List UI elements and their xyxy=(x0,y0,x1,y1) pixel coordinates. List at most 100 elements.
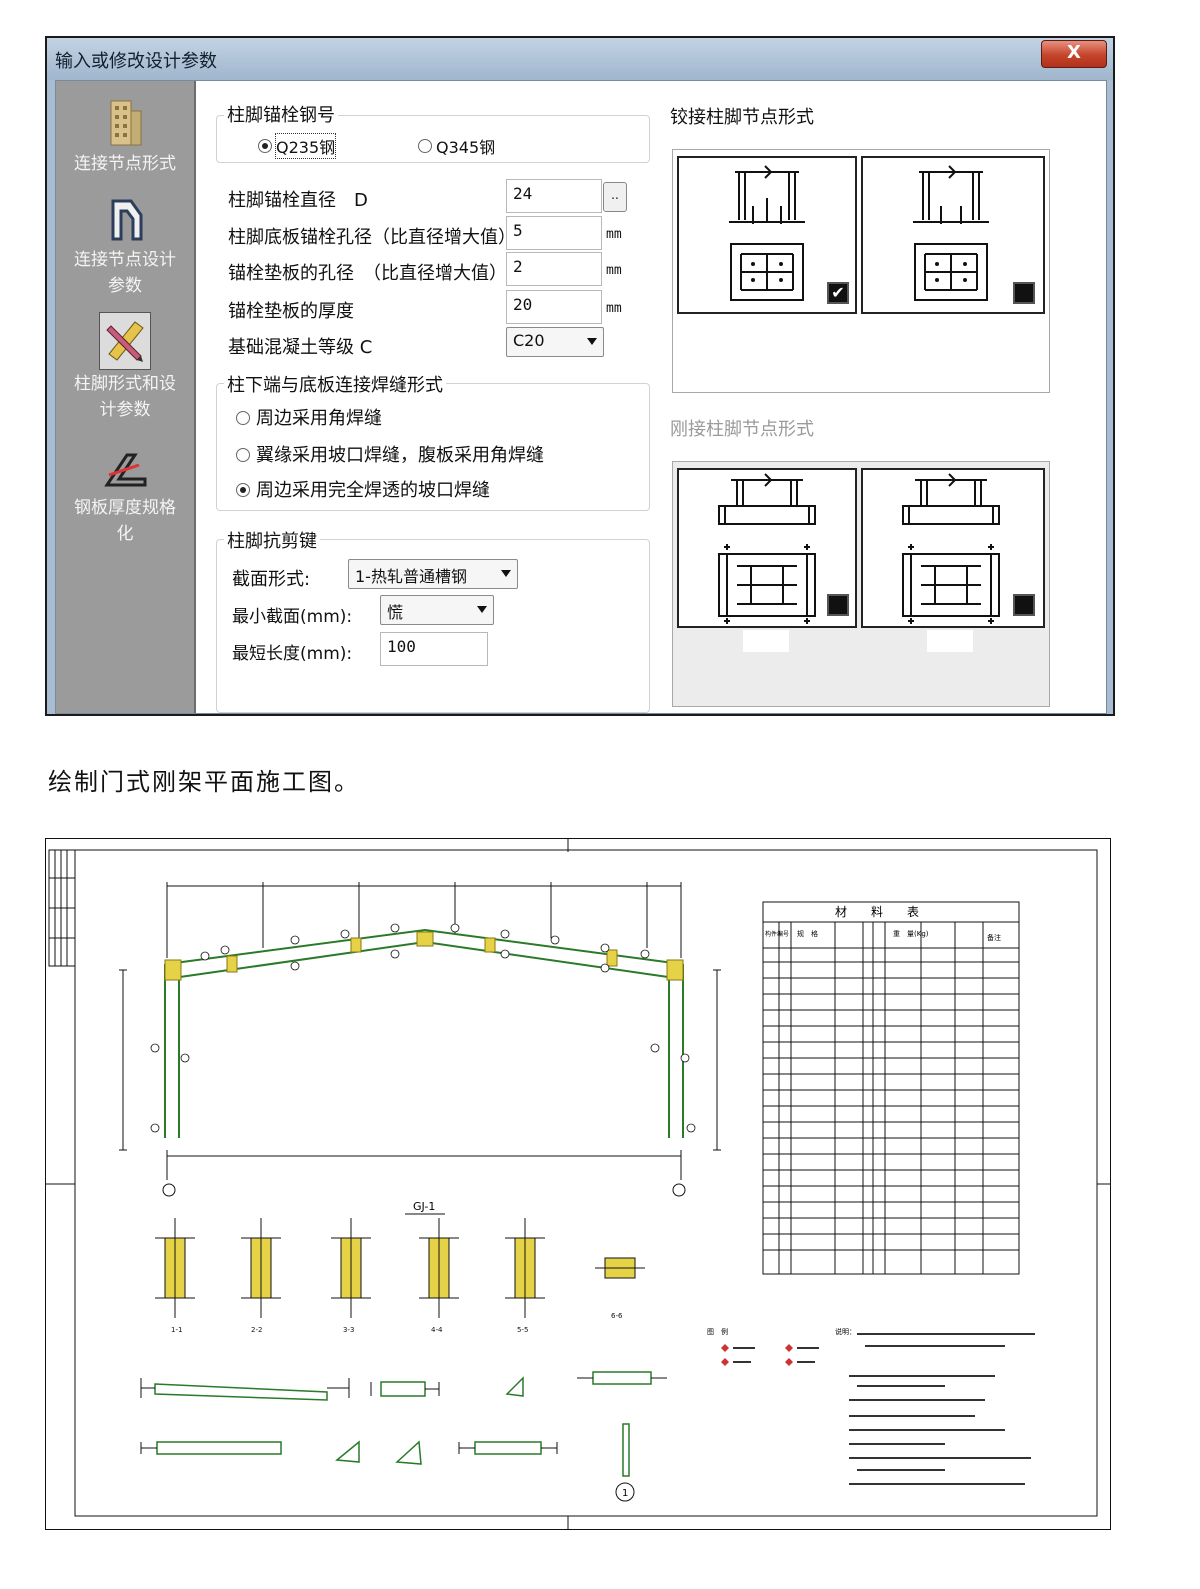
chevron-down-icon xyxy=(477,606,487,613)
hinged-option-2[interactable] xyxy=(861,156,1045,314)
base-hole-unit: mm xyxy=(606,227,622,242)
shear-key-legend: 柱脚抗剪键 xyxy=(224,527,320,553)
weld-option-fillet-label[interactable]: 周边采用角焊缝 xyxy=(256,408,382,429)
title-bar[interactable]: 输入或修改设计参数 X xyxy=(47,38,1113,80)
browse-button[interactable]: .. xyxy=(603,182,627,212)
section-form-label: 截面形式: xyxy=(232,569,311,590)
sidebar-item-label: 钢板厚度规格化 xyxy=(74,498,176,544)
section-form-value: 1-热轧普通槽钢 xyxy=(355,567,467,586)
joint-icon xyxy=(111,199,143,241)
concrete-grade-value: C20 xyxy=(513,331,545,350)
notes-block: 图 例 说明： xyxy=(707,1327,1035,1485)
table-header-member: 构件编号 xyxy=(765,930,789,938)
rigid-option-1-caption xyxy=(743,630,789,652)
table-header-spec: 规 格 xyxy=(797,929,818,938)
sidebar: 连接节点形式 连接节点设计参数 柱脚形式和设计参数 钢板厚度规格化 xyxy=(56,81,196,713)
section-label: 4-4 xyxy=(431,1326,443,1334)
sidebar-item-column-base[interactable]: 柱脚形式和设计参数 xyxy=(56,371,194,423)
chevron-down-icon xyxy=(587,338,597,345)
hinged-base-diagram xyxy=(913,165,989,301)
hinged-option-2-checkbox[interactable] xyxy=(1013,282,1035,304)
weld-legend: 柱下端与底板连接焊缝形式 xyxy=(224,371,446,397)
ruler-pencil-icon xyxy=(106,321,144,362)
hinged-base-title: 铰接柱脚节点形式 xyxy=(670,107,814,128)
frame-label: GJ-1 xyxy=(413,1200,435,1213)
rigid-option-2-checkbox[interactable] xyxy=(1013,594,1035,616)
rigid-base-diagram xyxy=(902,473,1000,624)
sidebar-item-joint-form[interactable]: 连接节点形式 xyxy=(56,151,194,177)
min-section-select[interactable]: 慌 xyxy=(380,595,494,625)
steel-plate-icon xyxy=(104,453,147,487)
sidebar-item-label: 连接节点设计参数 xyxy=(74,250,176,296)
hinged-base-panel: ✔ xyxy=(672,149,1050,393)
washer-thickness-input[interactable]: 20 xyxy=(506,290,602,324)
section-label: 5-5 xyxy=(517,1326,528,1334)
min-section-label: 最小截面(mm): xyxy=(232,607,353,627)
hinged-option-1[interactable]: ✔ xyxy=(677,156,857,314)
bolt-grade-group xyxy=(216,115,650,163)
anchor-diameter-input[interactable]: 24 xyxy=(506,179,602,213)
rigid-option-2[interactable] xyxy=(861,468,1045,628)
min-length-input[interactable]: 100 xyxy=(380,632,488,666)
washer-hole-unit: mm xyxy=(606,263,622,278)
portal-frame-elevation: GJ-1 xyxy=(119,882,721,1215)
hinged-base-diagram xyxy=(729,165,805,301)
weld-option-full-penetration-label[interactable]: 周边采用完全焊透的坡口焊缝 xyxy=(256,480,490,501)
caption: 绘制门式刚架平面施工图。 xyxy=(48,768,360,796)
rigid-option-2-caption xyxy=(927,630,973,652)
sidebar-item-label: 柱脚形式和设计参数 xyxy=(74,374,176,420)
washer-hole-input[interactable]: 2 xyxy=(506,252,602,286)
washer-thickness-label: 锚栓垫板的厚度 xyxy=(228,301,354,322)
legend-heading: 图 例 xyxy=(707,1327,728,1336)
weld-option-full-penetration-radio[interactable] xyxy=(236,483,250,497)
table-header-remarks: 备注 xyxy=(987,933,1001,942)
section-details xyxy=(155,1218,645,1318)
hinged-option-1-checkbox[interactable]: ✔ xyxy=(827,282,849,304)
section-label: 3-3 xyxy=(343,1326,354,1334)
section-label: 1-1 xyxy=(171,1326,182,1334)
rigid-option-1-checkbox[interactable] xyxy=(827,594,849,616)
sidebar-item-plate-thickness[interactable]: 钢板厚度规格化 xyxy=(56,495,194,547)
concrete-grade-select[interactable]: C20 xyxy=(506,327,604,357)
construction-drawing: GJ-1 材 料 表 备注 重 量(Kg) 构件编号 规 格 1-1 2-2 3… xyxy=(45,838,1111,1530)
material-table: 材 料 表 备注 重 量(Kg) 构件编号 规 格 xyxy=(762,901,1020,1275)
section-form-select[interactable]: 1-热轧普通槽钢 xyxy=(348,559,518,589)
drawing-outer-border xyxy=(45,838,1111,1530)
table-title: 材 料 表 xyxy=(835,905,919,919)
rigid-base-title: 刚接柱脚节点形式 xyxy=(670,419,814,440)
q345-label[interactable]: Q345钢 xyxy=(436,138,496,157)
sidebar-item-joint-params[interactable]: 连接节点设计参数 xyxy=(56,247,194,299)
concrete-grade-label: 基础混凝土等级 C xyxy=(228,337,373,358)
base-hole-label: 柱脚底板锚栓孔径（比直径增大值） xyxy=(228,227,516,248)
min-length-label: 最短长度(mm): xyxy=(232,644,353,664)
q345-radio[interactable] xyxy=(418,139,432,153)
base-hole-input[interactable]: 5 xyxy=(506,216,602,250)
min-section-value: 慌 xyxy=(387,603,404,622)
washer-thickness-unit: mm xyxy=(606,301,622,316)
chevron-down-icon xyxy=(501,570,511,577)
bolt-grade-legend: 柱脚锚栓钢号 xyxy=(224,101,338,127)
weld-option-groove-flange-label[interactable]: 翼缘采用坡口焊缝，腹板采用角焊缝 xyxy=(256,445,544,466)
axis-label: 1 xyxy=(622,1488,628,1499)
q235-radio[interactable] xyxy=(258,139,272,153)
q235-label[interactable]: Q235钢 xyxy=(274,133,337,159)
section-label: 2-2 xyxy=(251,1326,262,1334)
drawing-inner-border xyxy=(74,849,1098,1517)
weld-option-fillet-radio[interactable] xyxy=(236,411,250,425)
design-params-dialog: 输入或修改设计参数 X 连接节点形式 连接节点设计参数 xyxy=(45,36,1115,716)
rigid-base-panel xyxy=(672,461,1050,707)
dialog-title: 输入或修改设计参数 xyxy=(55,51,217,72)
part-details xyxy=(154,1371,652,1477)
weld-option-groove-flange-radio[interactable] xyxy=(236,448,250,462)
sidebar-item-label: 连接节点形式 xyxy=(74,154,176,174)
anchor-diameter-label: 柱脚锚栓直径 D xyxy=(228,190,368,211)
content-area: 柱脚锚栓钢号 Q235钢 Q345钢 柱脚锚栓直径 D 24 .. 柱脚底板锚栓… xyxy=(196,81,1106,713)
close-button[interactable]: X xyxy=(1041,40,1107,68)
rigid-option-1[interactable] xyxy=(677,468,857,628)
dialog-client: 连接节点形式 连接节点设计参数 柱脚形式和设计参数 钢板厚度规格化 xyxy=(55,80,1107,714)
washer-hole-label: 锚栓垫板的孔径 （比直径增大值） xyxy=(228,263,507,284)
building-icon xyxy=(110,100,142,146)
shear-key-group xyxy=(216,539,650,713)
rigid-base-diagram xyxy=(718,473,816,624)
notes-heading: 说明： xyxy=(835,1327,856,1336)
